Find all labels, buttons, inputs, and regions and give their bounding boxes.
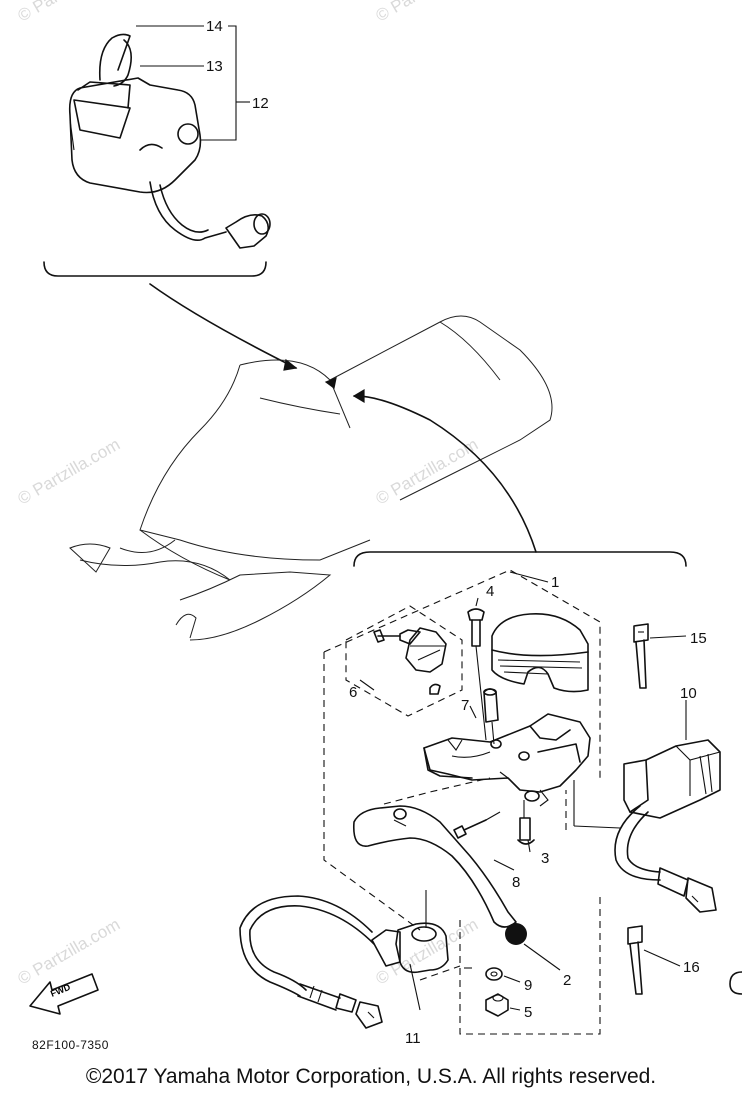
callout-10: 10 [680, 685, 697, 702]
inset-switch-assembly [43, 25, 271, 277]
callout-16: 16 [683, 959, 700, 976]
cable-tie-16 [627, 925, 681, 995]
callout-6: 6 [349, 684, 357, 701]
watermark: © Partzilla.com [15, 0, 124, 25]
offpage-symbol [729, 971, 742, 995]
callout-7: 7 [461, 697, 469, 714]
callout-13: 13 [206, 58, 223, 75]
callout-14: 14 [206, 18, 223, 35]
main-assembly [239, 569, 601, 1035]
callout-1: 1 [551, 574, 559, 591]
cable-tie-15 [633, 623, 687, 689]
watermark: © Partzilla.com [373, 915, 482, 989]
callout-2: 2 [563, 972, 571, 989]
fwd-arrow: FWD [29, 973, 99, 1015]
callout-12: 12 [252, 95, 269, 112]
inset-arrow [149, 283, 297, 369]
callout-9: 9 [524, 977, 532, 994]
watermark: © Partzilla.com [373, 0, 482, 25]
watermark: © Partzilla.com [15, 435, 124, 509]
callout-5: 5 [524, 1004, 532, 1021]
fwd-label: FWD [49, 982, 72, 999]
callout-labels: 1 2 3 4 5 6 7 8 9 10 11 12 13 14 15 16 [206, 18, 707, 1047]
callout-4: 4 [486, 583, 494, 600]
snowmobile-outline [69, 315, 553, 641]
watermark: © Partzilla.com [15, 915, 124, 989]
group-bracket [353, 551, 687, 567]
callout-15: 15 [690, 630, 707, 647]
control-unit-10 [573, 700, 721, 913]
callout-11: 11 [405, 1030, 421, 1047]
main-arrow [353, 395, 537, 553]
copyright-text: ©2017 Yamaha Motor Corporation, U.S.A. A… [85, 1065, 657, 1088]
diagram-code: 82F100-7350 [32, 1038, 109, 1052]
callout-3: 3 [541, 850, 549, 867]
callout-8: 8 [512, 874, 520, 891]
